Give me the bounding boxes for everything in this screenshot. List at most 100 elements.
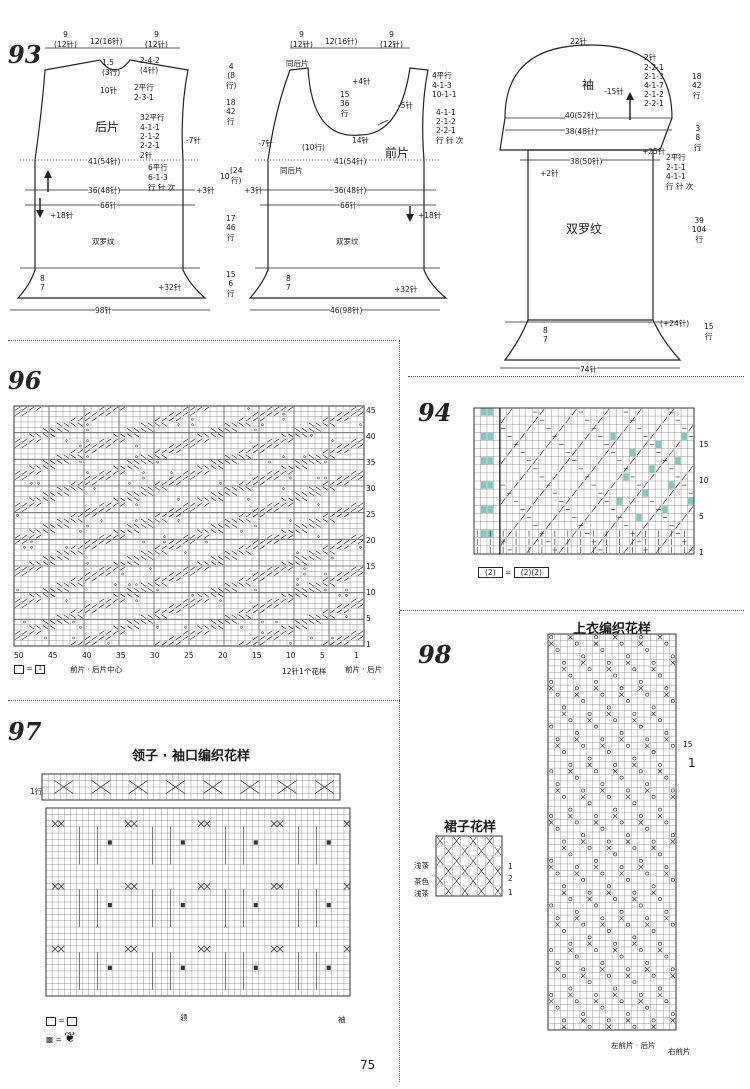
skirt-color-1: 浅茶 [414,861,429,870]
front-rib-label: 双罗纹 [336,237,359,246]
front-hem-depth: 8 7 [286,274,291,292]
chart-94-legend-left: (2) [478,567,503,578]
chart-94-legend-right: (2)(2) [513,567,549,578]
side-measure-f: 15 6 行 [226,270,236,298]
divider-mid [8,700,400,701]
skirt-row-2: 2 [508,874,513,883]
side-measure-a: 4 (8 行) [226,62,237,90]
chart-96-col-label: 1 [354,651,359,660]
sleeve-inc-rule: 2平行 2-1-1 4-1-1 行 针 次 [666,153,694,191]
chart-96-col-label: 35 [116,651,126,660]
front-top-mid: 12(16针) [325,37,358,46]
chart-97-legend-2: ▩ = ❦ [46,1030,76,1046]
back-armhole-note: -7针 [186,136,201,145]
sleeve-outline [499,44,682,369]
sleeve-bottom-width: 74针 [580,364,598,375]
back-inc-label: +18针 [50,211,74,220]
chart-96-col-label: 50 [14,651,24,660]
side-measure-e: 17 46 行 [226,214,236,242]
chart-98-main-grid [547,633,677,1031]
front-top-right: 9 (12针) [380,30,403,49]
chart-98-bottom-right: 右前片 [668,1047,691,1056]
chart-97-legend-2-eq: = [55,1035,62,1044]
chart-96-col-label: 15 [252,651,262,660]
front-hem-label: +32针 [394,285,418,294]
sleeve-width1: 40(52针) [565,110,598,121]
cable-symbol-icon: ▩ [46,1035,54,1044]
back-piece-title: 后片 [95,120,120,134]
back-neck-rule: 2-4-2 (4针) [140,56,160,75]
side-measure-c: 10 [220,172,230,181]
section-93-number: 93 [8,40,42,69]
back-width-label: 41(54针) [88,156,121,167]
divider-mid-top [399,340,400,700]
side-measure-d: (24 行) [230,166,243,185]
chart-96-row-label: 5 [366,614,371,623]
front-same-as-back-2: 同后片 [280,166,303,175]
back-armhole-rule: 32平行 4-1-1 2-1-2 2-2-1 2针 [140,113,165,160]
section-94-number: 94 [418,398,452,427]
back-hem-depth: 8 7 [40,274,45,292]
front-neck-depth: 15 36 行 [340,90,350,118]
sleeve-width2: 38(48针) [565,126,598,137]
chart-96-center-note: 前片 · 后片中心 [70,665,123,674]
side-measure-b: 18 42 行 [226,98,236,126]
chart-96-row-label: 30 [366,484,376,493]
chart-97-mark-neck: 领 [180,1013,188,1022]
sleeve-inc-left: +2针 [540,169,559,178]
legend-symbol-box: 1 [35,664,46,674]
front-piece-title: 前片 [385,146,410,160]
leaf-symbol-icon: ❦ [64,1030,76,1046]
front-bottom-width: 46(98针) [330,305,363,316]
sleeve-bottom-depth: 8 7 [543,326,548,344]
front-neck-rule: 4平行 4-1-3 10-1-1 [432,71,457,99]
sleeve-rib-label: 双罗纹 [566,222,603,236]
chart-96-col-label: 5 [320,651,325,660]
front-neck-note: -5针 [398,101,413,110]
chart-96-row-label: 40 [366,432,376,441]
back-hem-label: +32针 [158,283,182,292]
chart-98-title: 上衣编织花样 [573,622,652,637]
chart-96-row-label: 10 [366,588,376,597]
chart-96-col-label: 10 [286,651,296,660]
legend-dash-box [67,1016,78,1026]
chart-96-row-label: 35 [366,458,376,467]
chart-97-mark-sleeve: 袖 [338,1015,346,1024]
sleeve-top: 22针 [570,37,588,46]
chart-96-row-label: 45 [366,406,376,415]
front-armhole-note: -7针 [258,139,273,148]
chart-97-row-label: 1行 [30,787,43,796]
front-waist-note: +3针 [244,186,263,195]
divider-right-mid [400,610,744,611]
chart-96-row-label: 15 [366,562,376,571]
back-neck-depth: 1.5 (3行) [102,58,121,77]
front-hip-label: 66针 [340,200,358,211]
back-hip-label: 66针 [100,200,118,211]
chart-94-row-label: 5 [699,512,704,521]
back-bottom-width: 98针 [95,305,113,316]
skirt-row-3: 1 [508,888,513,897]
skirt-pattern-title: 裙子花样 [444,820,497,835]
chart-97-legend-1-eq: = [58,1016,65,1025]
divider-right-top [408,376,744,377]
chart-98-row-label: 15 [683,740,693,749]
chart-97-title: 领子 · 袖口编织花样 [132,749,250,764]
section-98-number: 98 [418,640,452,669]
divider-top [8,340,396,341]
chart-96-legend-eq: = [26,664,33,673]
chart-96-col-label: 40 [82,651,92,660]
front-waist-label: 36(48针) [334,185,367,196]
chart-96-col-label: 25 [184,651,194,660]
legend-box-icon [14,664,24,674]
front-inc-label: +18针 [418,211,442,220]
back-neck-rule2: 2平行 2-3-1 [134,83,154,102]
chart-98-mark: 1 [688,756,696,770]
sleeve-cap-depth: 18 42 行 [692,72,702,100]
back-waist-note: +3针 [196,186,215,195]
back-top-right: 9 (12针) [145,30,168,49]
sleeve-inc-note: +25针 [642,147,666,156]
back-decrease-rule: 6平行 6-1-3 行 针 次 [148,163,176,192]
chart-94-row-label: 1 [699,548,704,557]
page-number: 75 [360,1058,376,1072]
sleeve-length: 39 104 行 [692,216,707,244]
